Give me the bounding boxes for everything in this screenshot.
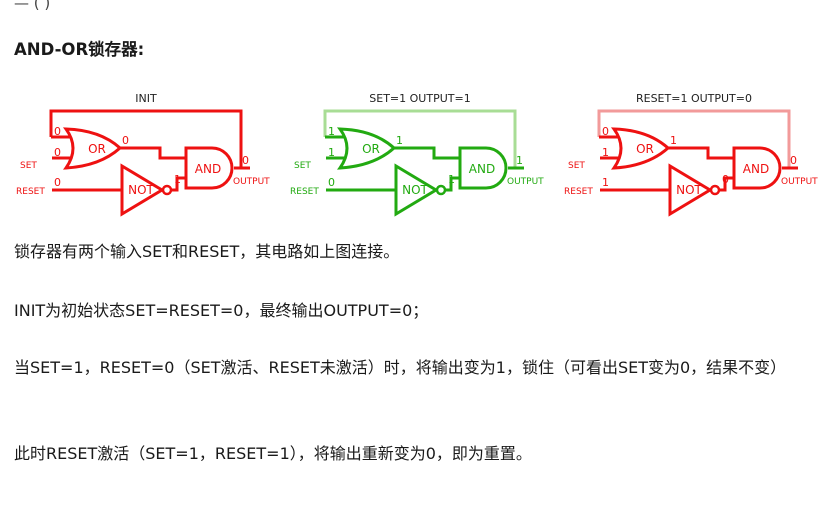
not-output-wire bbox=[446, 176, 460, 192]
and-gate bbox=[184, 146, 234, 190]
value-and-out: 1 bbox=[516, 154, 523, 167]
or-gate-label: OR bbox=[88, 142, 106, 156]
not-gate-label: NOT bbox=[402, 183, 428, 197]
value-or-out: 0 bbox=[122, 134, 129, 147]
reset-label: RESET bbox=[290, 187, 319, 197]
or-gate bbox=[336, 127, 397, 170]
or-output-wire bbox=[668, 146, 734, 160]
value-set: 0 bbox=[54, 146, 61, 159]
paragraph-reset: 此时RESET激活（SET=1，RESET=1），将输出重新变为0，即为重置。 bbox=[14, 444, 532, 463]
value-reset: 1 bbox=[602, 176, 609, 189]
not-gate bbox=[120, 163, 165, 217]
not-gate-bubble bbox=[709, 184, 721, 196]
or-output-wire bbox=[120, 146, 186, 160]
not-gate-label: NOT bbox=[128, 183, 154, 197]
value-not-out: 1 bbox=[174, 173, 181, 186]
and-gate-label: AND bbox=[195, 162, 221, 176]
or-gate bbox=[610, 127, 671, 170]
feedback-wire bbox=[49, 109, 243, 168]
latch-svg: RESET=1 OUTPUT=0OR NOT AND SET RESET OUTPUT 0 1… bbox=[564, 92, 818, 217]
not-gate-bubble bbox=[161, 184, 173, 196]
diagram-title: SET=1 OUTPUT=1 bbox=[369, 92, 470, 105]
and-gate bbox=[732, 146, 782, 190]
or-output-wire bbox=[394, 146, 460, 160]
section-heading: AND-OR锁存器: bbox=[14, 40, 145, 59]
output-label: OUTPUT bbox=[233, 177, 270, 187]
value-not-out: 0 bbox=[722, 173, 729, 186]
or-gate bbox=[62, 127, 123, 170]
paragraph-intro: 锁存器有两个输入SET和RESET，其电路如上图连接。 bbox=[14, 242, 400, 261]
value-or-feedback: 0 bbox=[602, 125, 609, 138]
value-and-out: 0 bbox=[242, 154, 249, 167]
value-set: 1 bbox=[328, 146, 335, 159]
value-and-out: 0 bbox=[790, 154, 797, 167]
reset-label: RESET bbox=[564, 187, 593, 197]
or-gate-label: OR bbox=[636, 142, 654, 156]
or-gate-label: OR bbox=[362, 142, 380, 156]
and-gate-label: AND bbox=[743, 162, 769, 176]
value-or-out: 1 bbox=[670, 134, 677, 147]
value-or-feedback: 0 bbox=[54, 125, 61, 138]
paragraph-init: INIT为初始状态SET=RESET=0，最终输出OUTPUT=0； bbox=[14, 301, 429, 320]
not-gate-bubble bbox=[435, 184, 447, 196]
and-gate bbox=[458, 146, 508, 190]
feedback-wire bbox=[323, 109, 517, 168]
value-set: 1 bbox=[602, 146, 609, 159]
set-label: SET bbox=[294, 161, 311, 171]
diagram-title: INIT bbox=[135, 92, 157, 105]
not-gate-label: NOT bbox=[676, 183, 702, 197]
clipped-text-line: — ( ) bbox=[14, 0, 51, 12]
value-or-feedback: 1 bbox=[328, 125, 335, 138]
paragraph-set: 当SET=1，RESET=0（SET激活、RESET未激活）时，将输出变为1，锁… bbox=[14, 358, 787, 377]
value-reset: 0 bbox=[328, 176, 335, 189]
set-label: SET bbox=[20, 161, 37, 171]
not-output-wire bbox=[172, 176, 186, 192]
value-reset: 0 bbox=[54, 176, 61, 189]
not-output-wire bbox=[720, 176, 734, 192]
feedback-wire bbox=[597, 109, 791, 168]
value-or-out: 1 bbox=[396, 134, 403, 147]
value-not-out: 1 bbox=[448, 173, 455, 186]
latch-svg: INIT OR NOT AND SET RESET OUTPUT 0 0 0 0 1 0 bbox=[16, 92, 270, 217]
latch-diagram-init: INIT OR NOT AND SET RESET OUTPUT 0 0 0 0 1 0 bbox=[14, 86, 274, 226]
not-gate bbox=[394, 163, 439, 217]
and-gate-label: AND bbox=[469, 162, 495, 176]
diagram-title: RESET=1 OUTPUT=0 bbox=[636, 92, 752, 105]
set-label: SET bbox=[568, 161, 585, 171]
reset-label: RESET bbox=[16, 187, 45, 197]
latch-svg: SET=1 OUTPUT=1OR NOT AND SET RESET OUTPUT 1 1 1 0… bbox=[290, 92, 544, 217]
output-label: OUTPUT bbox=[781, 177, 818, 187]
not-gate bbox=[668, 163, 713, 217]
output-label: OUTPUT bbox=[507, 177, 544, 187]
